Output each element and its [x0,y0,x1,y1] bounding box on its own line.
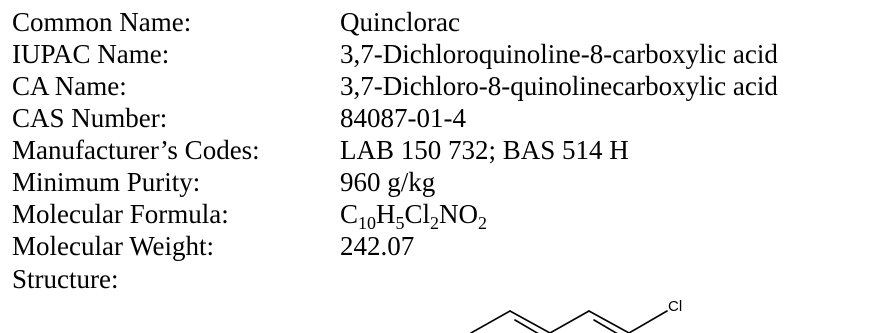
ca-name-row: CA Name: 3,7-Dichloro-8-quinolinecarboxy… [12,70,872,102]
cas-number-value: 84087-01-4 [340,103,466,133]
formula-chlorine: Cl [404,199,431,229]
manufacturer-codes-value: LAB 150 732; BAS 514 H [340,135,629,165]
ring-a-bond-left [470,310,511,333]
iupac-name-value: 3,7-Dichloroquinoline-8-carboxylic acid [340,39,778,69]
chlorine-bond [628,310,668,333]
ca-name-value: 3,7-Dichloro-8-quinolinecarboxylic acid [340,71,778,101]
ring-b-bond-right [588,310,630,333]
molecular-formula-value: C10H5Cl2NO2 [340,198,488,233]
molecular-weight-row: Molecular Weight: 242.07 [12,230,872,262]
molecular-formula-row: Molecular Formula: C10H5Cl2NO2 [12,198,872,233]
cas-number-row: CAS Number: 84087-01-4 [12,102,872,134]
structure-label: Structure: [12,264,119,294]
chlorine-substituent-label: Cl [668,298,682,315]
common-name-row: Common Name: Quinclorac [12,6,872,38]
ring-b-bond-left [549,310,590,333]
molecular-formula-label: Molecular Formula: [12,199,229,229]
ring-b-double-bond [593,319,618,333]
manufacturer-codes-row: Manufacturer’s Codes: LAB 150 732; BAS 5… [12,134,872,166]
iupac-name-row: IUPAC Name: 3,7-Dichloroquinoline-8-carb… [12,38,872,70]
common-name-label: Common Name: [12,7,192,37]
formula-carbon-count: 10 [358,213,377,233]
formula-hydrogen-count: 5 [395,213,405,233]
common-name-value: Quinclorac [340,7,460,37]
minimum-purity-label: Minimum Purity: [12,167,201,197]
manufacturer-codes-label: Manufacturer’s Codes: [12,135,260,165]
molecular-weight-label: Molecular Weight: [12,231,215,261]
ca-name-label: CA Name: [12,71,127,101]
molecular-weight-value: 242.07 [340,231,415,261]
formula-oxygen-count: 2 [478,213,488,233]
structure-row: Structure: [12,263,872,295]
minimum-purity-row: Minimum Purity: 960 g/kg [12,166,872,198]
formula-chlorine-count: 2 [430,213,440,233]
formula-nitrogen-oxygen: NO [439,199,479,229]
ring-a-double-bond [514,319,539,333]
formula-hydrogen: H [376,199,396,229]
iupac-name-label: IUPAC Name: [12,39,170,69]
ring-a-bond-right [509,310,551,333]
minimum-purity-value: 960 g/kg [340,167,436,197]
formula-carbon: C [340,199,359,229]
cas-number-label: CAS Number: [12,103,168,133]
